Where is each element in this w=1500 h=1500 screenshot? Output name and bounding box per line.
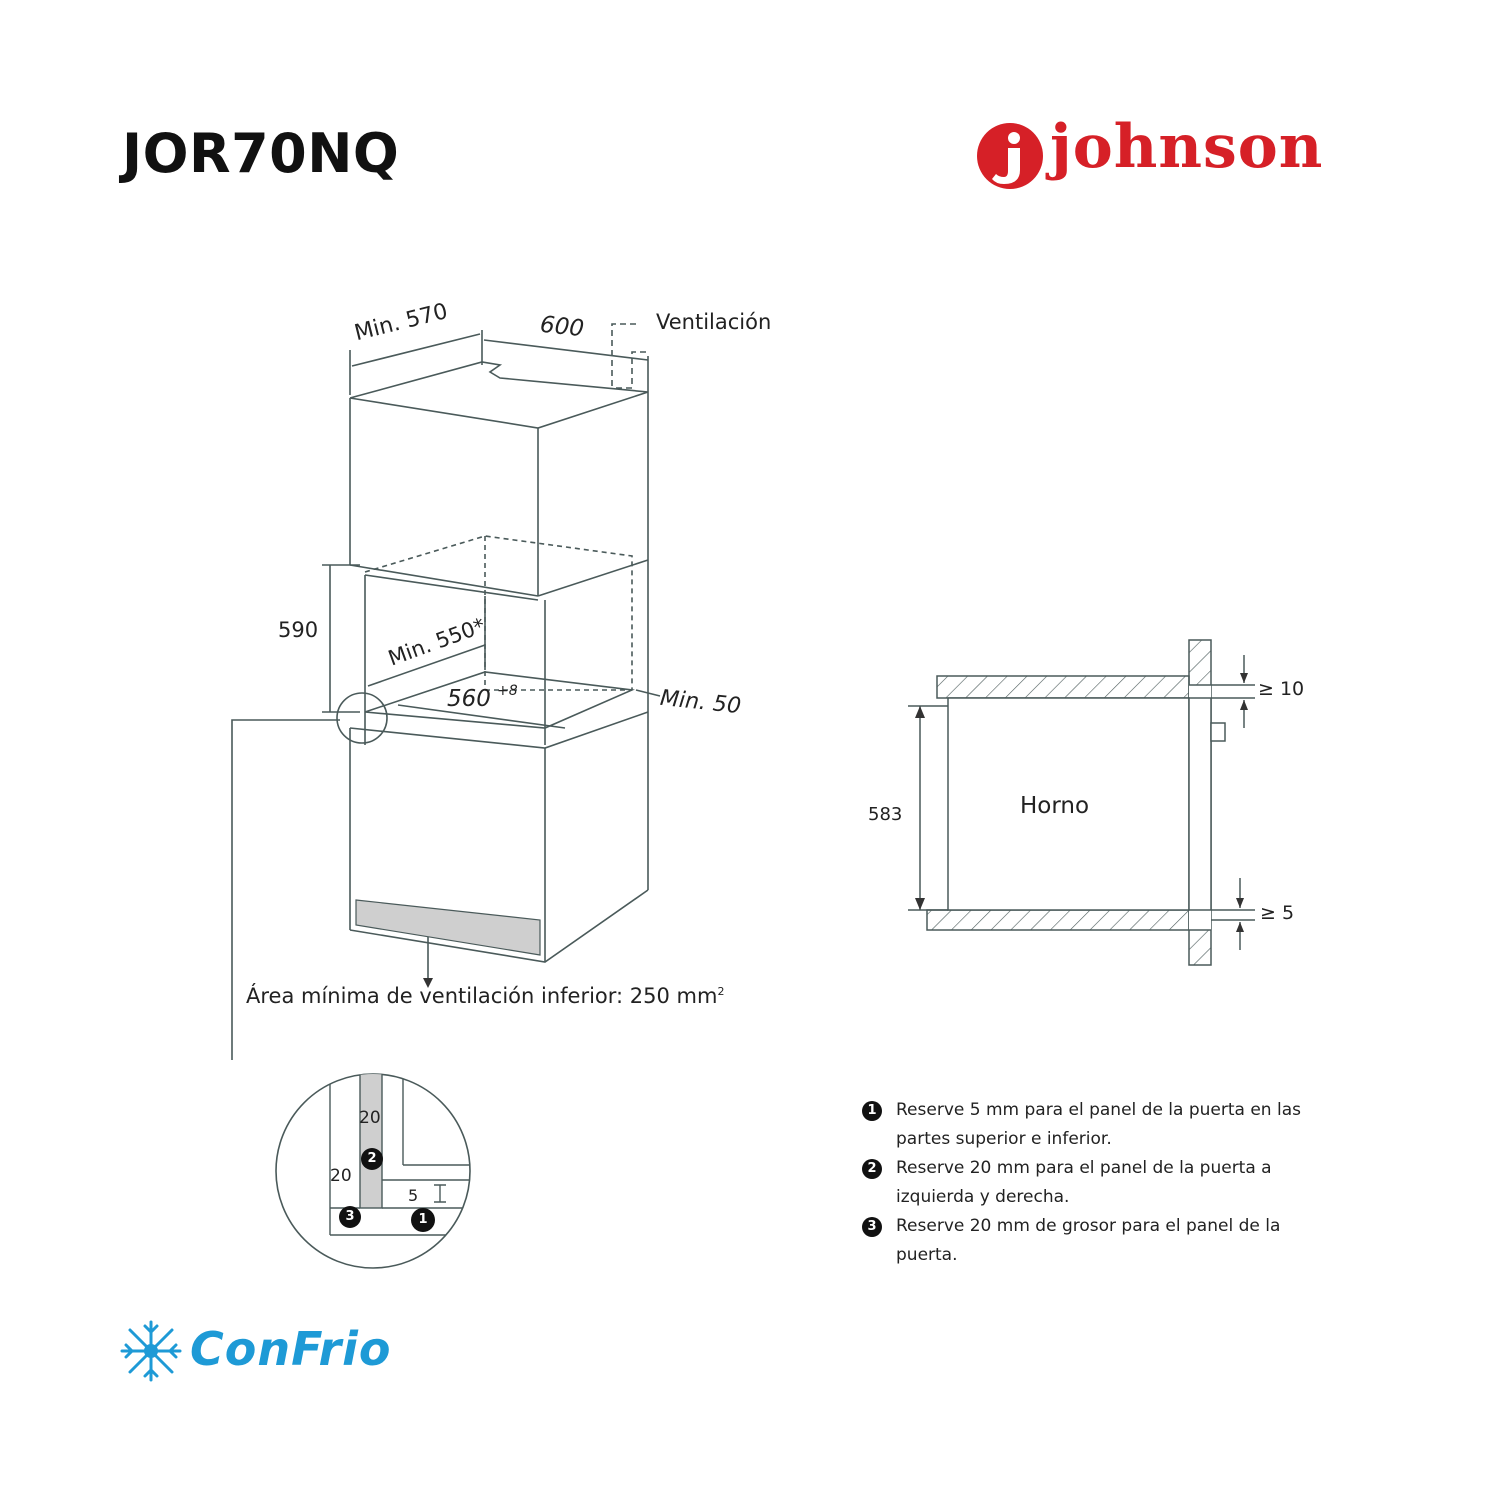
note-text: Reserve 5 mm para el panel de la puerta … [896, 1100, 1301, 1149]
marker-1: 1 [411, 1208, 435, 1232]
gap-bottom-label: ≥ 5 [1260, 902, 1295, 924]
marker-3: 3 [339, 1206, 361, 1228]
note-item: 3 Reserve 20 mm de grosor para el panel … [862, 1212, 1322, 1270]
detail-gap-dim: 5 [408, 1186, 419, 1205]
niche-width-label: 560 [447, 686, 491, 712]
oven-label: Horno [1020, 793, 1090, 819]
side-section-diagram [908, 639, 1255, 966]
detail-diagram [275, 1073, 471, 1269]
niche-width-tolerance: +8 [497, 683, 518, 699]
vent-area-sup: 2 [717, 985, 725, 998]
top-width-label: 600 [538, 311, 586, 343]
note-number: 1 [862, 1101, 882, 1121]
note-number: 2 [862, 1159, 882, 1179]
brand-name: johnson [1050, 112, 1324, 182]
detail-top-dim: 20 [359, 1108, 381, 1128]
brand-logo-icon [977, 123, 1043, 189]
vent-area-text: Área mínima de ventilación inferior: 250… [246, 984, 718, 1008]
ventilation-label: Ventilación [656, 310, 772, 334]
snowflake-icon [120, 1320, 182, 1382]
watermark-text: ConFrio [190, 1322, 392, 1376]
notes-list: 1 Reserve 5 mm para el panel de la puert… [862, 1096, 1322, 1270]
section-height-label: 583 [868, 804, 903, 825]
cabinet-diagram [231, 323, 661, 1060]
gap-top-label: ≥ 10 [1258, 678, 1305, 700]
note-text: Reserve 20 mm de grosor para el panel de… [896, 1216, 1281, 1265]
model-title: JOR70NQ [122, 122, 400, 185]
detail-left-dim: 20 [330, 1166, 352, 1186]
vent-area-label: Área mínima de ventilación inferior: 250… [246, 984, 724, 1008]
note-item: 1 Reserve 5 mm para el panel de la puert… [862, 1096, 1322, 1154]
marker-2: 2 [361, 1148, 383, 1170]
note-number: 3 [862, 1217, 882, 1237]
note-item: 2 Reserve 20 mm para el panel de la puer… [862, 1154, 1322, 1212]
note-text: Reserve 20 mm para el panel de la puerta… [896, 1158, 1272, 1207]
niche-height-label: 590 [278, 618, 319, 642]
